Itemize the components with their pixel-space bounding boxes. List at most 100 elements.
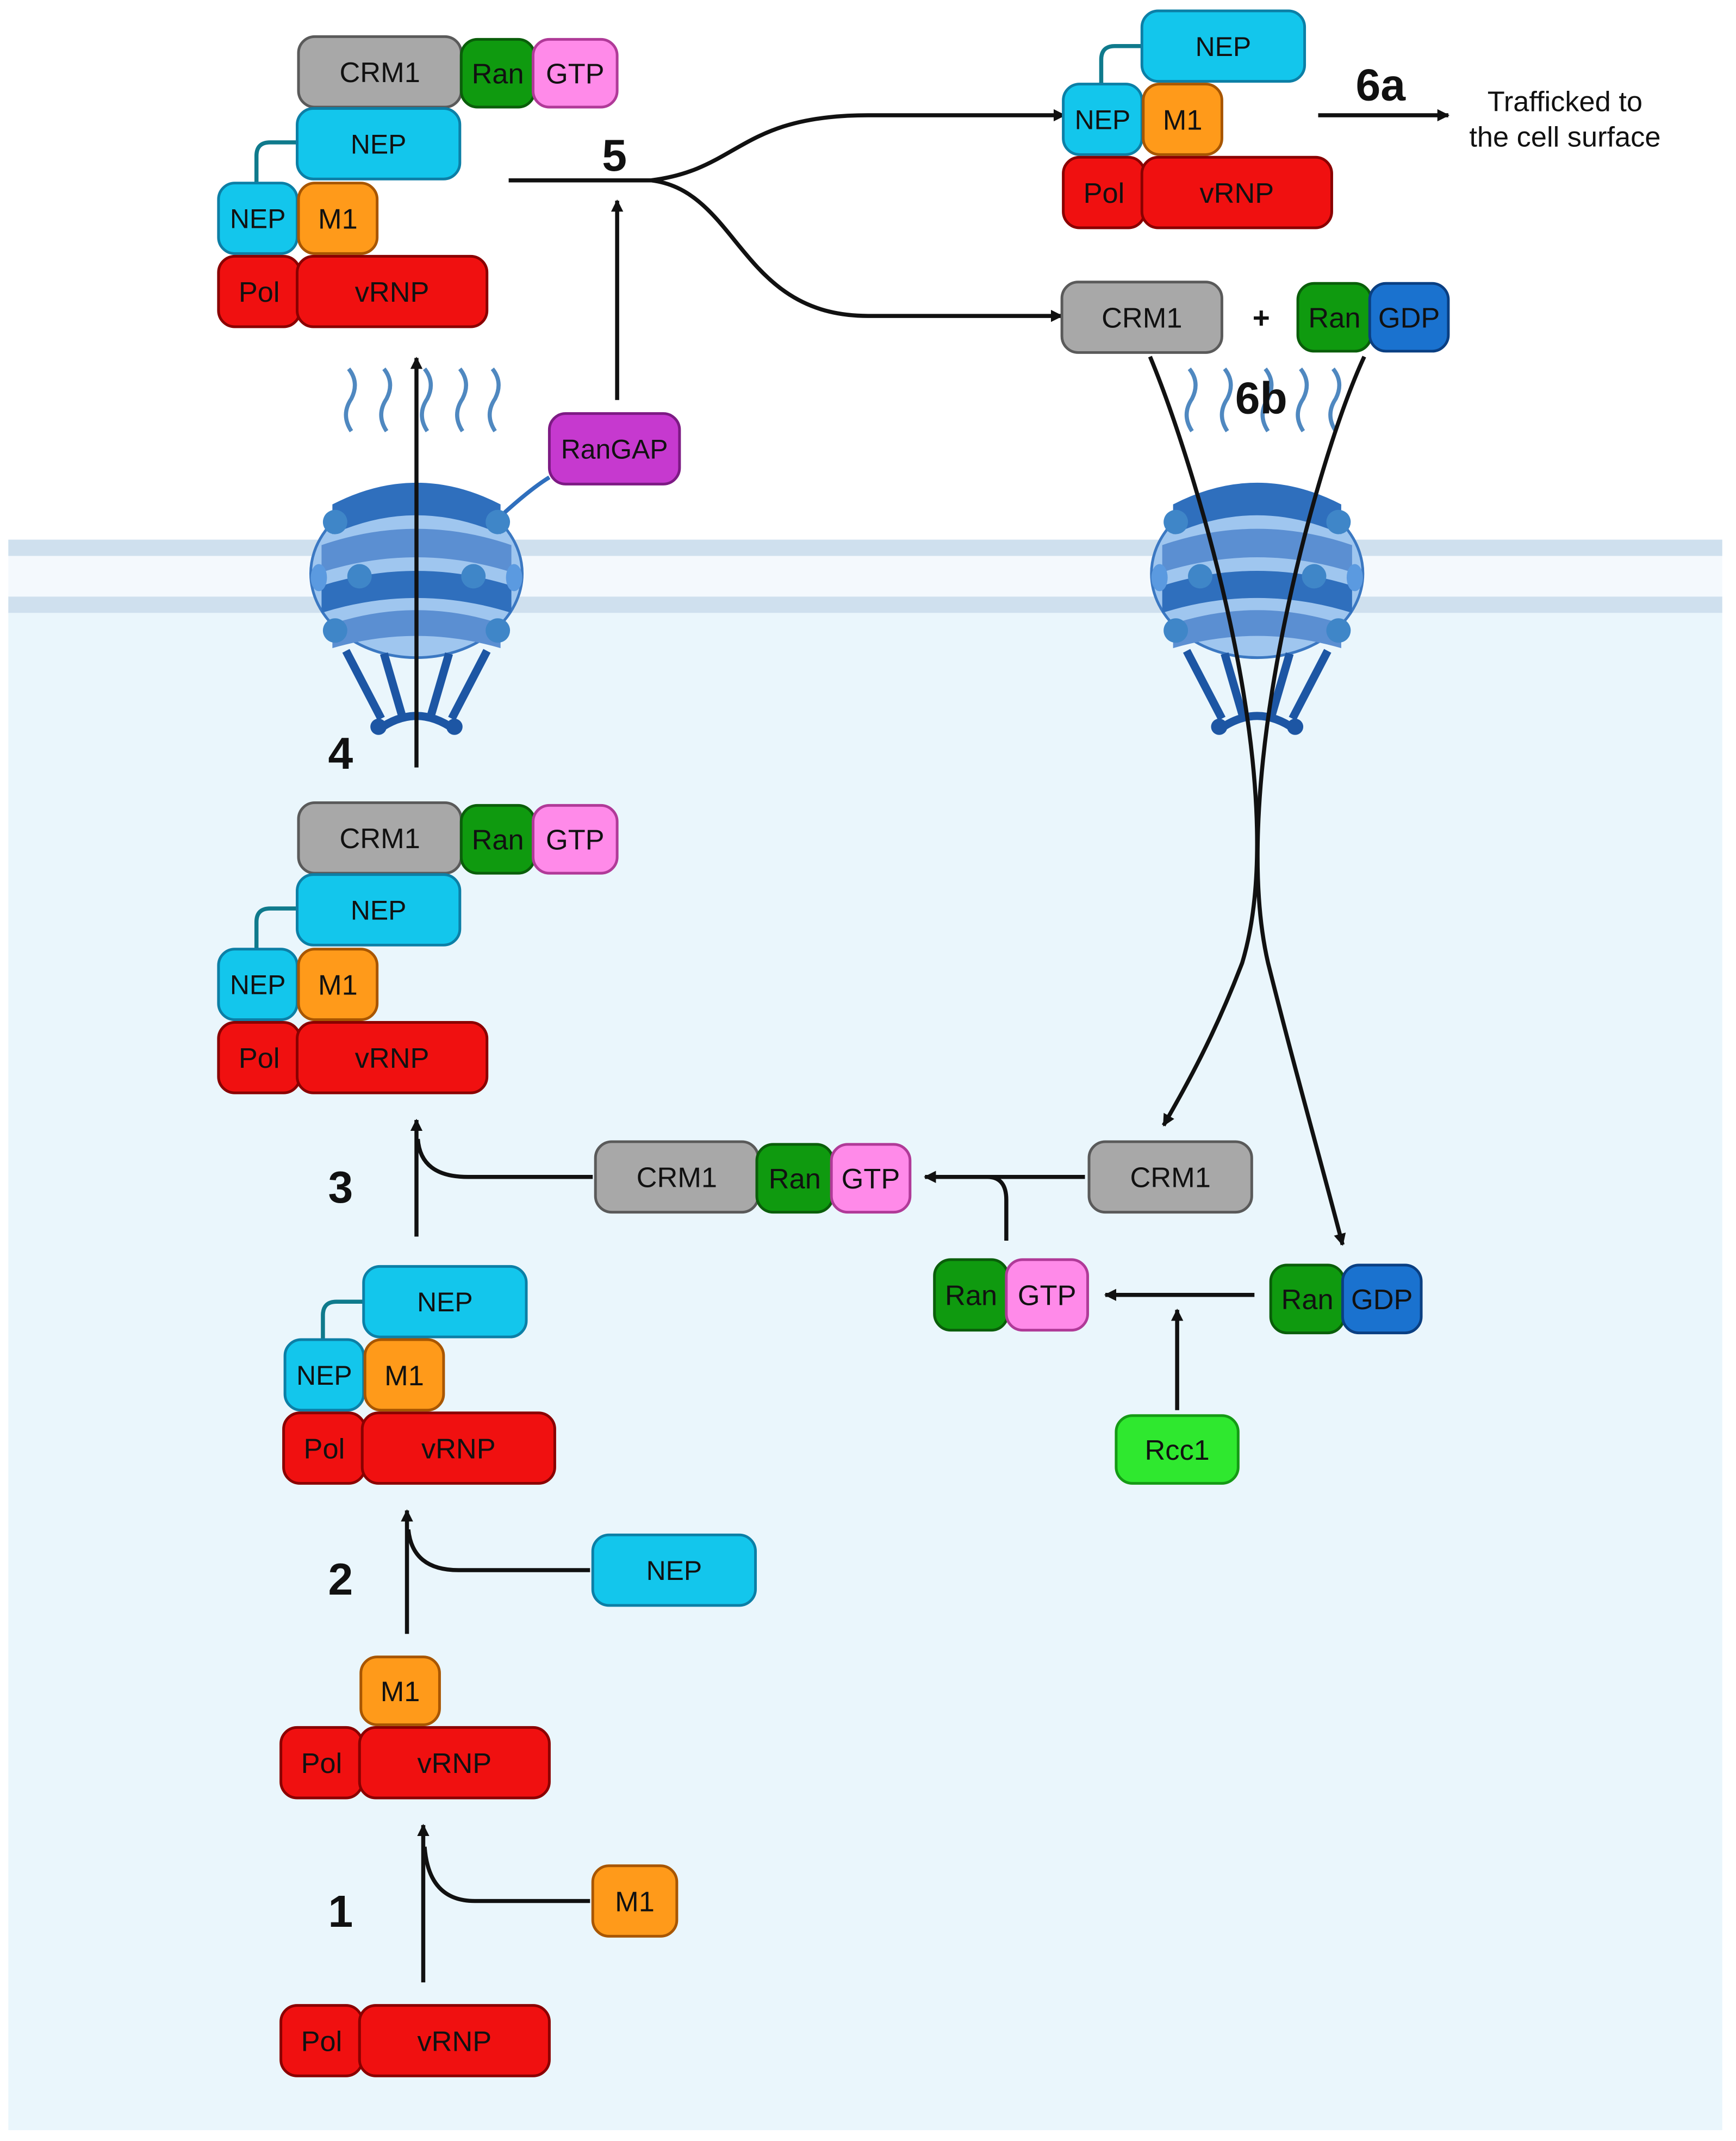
nep-box-s4-top: NEP — [296, 107, 462, 181]
crm1-box-incoming-label: CRM1 — [637, 1162, 717, 1194]
nep-box-s4-small: NEP — [217, 182, 299, 255]
gdp-box-released: GDP — [1368, 282, 1450, 353]
ran-box-regenerated-label: Ran — [945, 1280, 997, 1312]
rangap-tether — [503, 475, 551, 514]
nep-box-s4-small-label: NEP — [230, 203, 286, 234]
m1-box-s1-shape — [359, 1655, 441, 1726]
ran-box-s4-label: Ran — [472, 59, 524, 90]
pol-box-s1-label: Pol — [301, 1748, 343, 1779]
vrnp-box-s2-label: vRNP — [421, 1433, 496, 1465]
nep-tether-s4 — [254, 140, 299, 183]
crm1-box-s4: CRM1 — [297, 35, 463, 109]
gdp-box-released-shape — [1368, 282, 1450, 353]
plus-sign: + — [1253, 301, 1270, 335]
nucleoplasm — [8, 603, 1722, 2131]
step-label-6b: 6b — [1235, 374, 1287, 424]
gtp-box-s3-shape — [531, 804, 619, 875]
m1-box-s2: M1 — [363, 1338, 445, 1412]
ran-box-released: Ran — [1296, 282, 1373, 353]
vrnp-box-s5-shape — [1140, 155, 1333, 229]
pathway-arrows — [401, 109, 1450, 1983]
vrnp-box-start-label: vRNP — [417, 2026, 491, 2057]
rangap-box-shape — [547, 412, 681, 486]
arrow-step-5-upper — [651, 109, 1066, 183]
rangap-box: RanGAP — [547, 412, 681, 486]
nep-box-s5-top-label: NEP — [1196, 32, 1252, 62]
vrnp-box-s4-shape — [296, 254, 489, 328]
pol-box-s3: Pol — [217, 1020, 302, 1094]
step-label-6a: 6a — [1355, 60, 1406, 110]
gtp-box-regenerated-label: GTP — [1018, 1280, 1077, 1312]
m1-box-s2-shape — [363, 1338, 445, 1412]
nep-box-s2-top: NEP — [362, 1265, 528, 1339]
nep-box-s2-top-label: NEP — [417, 1287, 473, 1317]
nep-box-s2-small: NEP — [283, 1338, 365, 1412]
step-label-3: 3 — [328, 1162, 353, 1212]
nep-box-s5-top: NEP — [1140, 9, 1306, 83]
step-label-5: 5 — [602, 130, 627, 181]
nep-box-s5-small-label: NEP — [1075, 104, 1131, 135]
vrnp-box-s3-label: vRNP — [355, 1043, 430, 1074]
gdp-box-recycled-shape — [1341, 1264, 1423, 1335]
step-labels: 1 2 3 4 5 6a 6b — [328, 60, 1406, 1937]
m1-box-incoming-label: M1 — [615, 1886, 655, 1918]
ran-box-released-label: Ran — [1308, 302, 1360, 334]
ran-box-recycled-label: Ran — [1281, 1284, 1334, 1316]
arrow-6b-ran-gdp — [1255, 356, 1366, 1246]
pol-box-s2: Pol — [282, 1411, 366, 1485]
vrnp-box-s3-shape — [296, 1020, 489, 1094]
m1-box-incoming: M1 — [591, 1864, 679, 1938]
ran-box-s3-label: Ran — [472, 825, 524, 856]
rcc1-box: Rcc1 — [1115, 1414, 1240, 1485]
gdp-box-recycled-label: GDP — [1351, 1284, 1413, 1316]
gtp-box-regenerated-shape — [1005, 1258, 1090, 1332]
nep-box-s4-top-label: NEP — [351, 129, 407, 159]
ran-box-s4: Ran — [459, 38, 536, 109]
gtp-box-s4: GTP — [531, 38, 619, 109]
crm1-box-s3: CRM1 — [297, 801, 463, 875]
gdp-box-released-label: GDP — [1378, 302, 1440, 334]
arrow-m1-join — [422, 1846, 590, 1903]
nep-box-s2-top-shape — [362, 1265, 528, 1339]
vrnp-box-s1-label: vRNP — [417, 1748, 491, 1779]
gtp-box-s3: GTP — [531, 804, 619, 875]
outer-membrane — [8, 539, 1722, 556]
m1-box-s1: M1 — [359, 1655, 441, 1726]
nep-box-s3-small: NEP — [217, 948, 299, 1021]
vrnp-box-s1-shape — [358, 1726, 551, 1800]
inner-membrane — [8, 596, 1722, 613]
pol-box-s1: Pol — [279, 1726, 364, 1800]
ran-box-s3: Ran — [459, 804, 536, 875]
vrnp-box-s2-shape — [360, 1411, 556, 1485]
ran-box-incoming: Ran — [755, 1143, 835, 1214]
vrnp-box-start-shape — [358, 2004, 551, 2077]
gtp-box-incoming-label: GTP — [842, 1163, 900, 1195]
m1-box-s5: M1 — [1142, 83, 1223, 156]
nep-box-s3-top: NEP — [296, 873, 462, 947]
vrnp-box-s3: vRNP — [296, 1020, 489, 1094]
gtp-box-incoming-shape — [830, 1143, 912, 1214]
gdp-box-recycled: GDP — [1341, 1264, 1423, 1335]
m1-box-s5-shape — [1142, 83, 1223, 156]
gtp-box-s3-label: GTP — [546, 825, 605, 856]
m1-box-s3-label: M1 — [318, 969, 358, 1001]
pol-box-start-label: Pol — [301, 2026, 343, 2057]
m1-box-s3: M1 — [297, 948, 379, 1021]
nep-box-s4-top-shape — [296, 107, 462, 181]
gtp-box-incoming: GTP — [830, 1143, 912, 1214]
nep-box-s3-top-label: NEP — [351, 895, 407, 925]
ran-box-regenerated: Ran — [933, 1258, 1009, 1332]
pol-box-s2-label: Pol — [304, 1433, 345, 1465]
vrnp-box-s1: vRNP — [358, 1726, 551, 1800]
crm1-box-recycled-label: CRM1 — [1130, 1162, 1210, 1194]
arrow-crm1-join — [415, 1138, 593, 1179]
arrow-step-5-lower — [651, 178, 1063, 322]
m1-box-s5-label: M1 — [1163, 104, 1203, 136]
trafficked-text-line1: Trafficked to — [1488, 86, 1642, 118]
m1-box-s4-label: M1 — [318, 203, 358, 235]
crm1-box-recycled: CRM1 — [1087, 1140, 1253, 1214]
rcc1-box-shape — [1115, 1414, 1240, 1485]
m1-box-s3-shape — [297, 948, 379, 1021]
pol-box-s4: Pol — [217, 254, 302, 328]
